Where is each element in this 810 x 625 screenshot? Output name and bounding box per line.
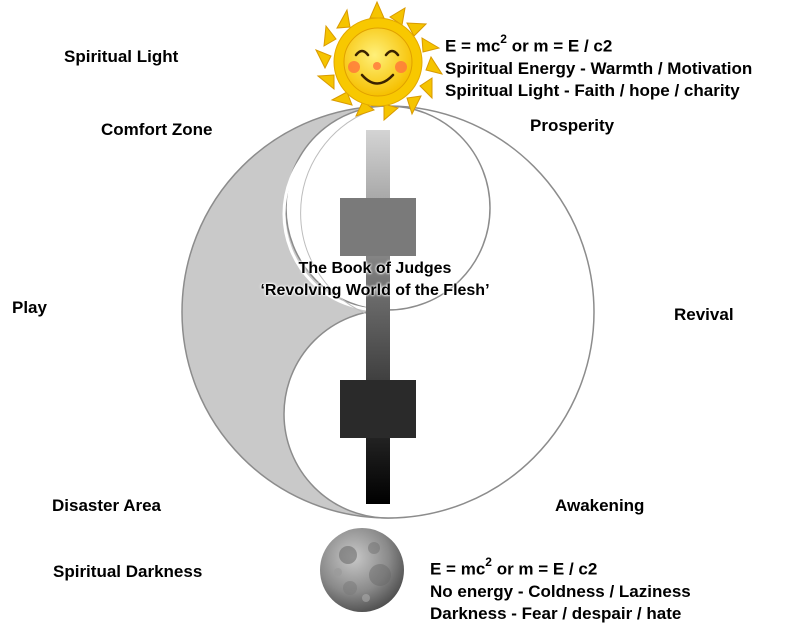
label-revival: Revival <box>674 305 734 324</box>
sun-icon <box>314 0 444 122</box>
lower-cross-bar <box>340 380 416 438</box>
moon-text-block: E = mc2 or m = E / c2 No energy - Coldne… <box>430 553 691 625</box>
diagram-title: The Book of Judges ‘Revolving World of t… <box>240 258 510 302</box>
sun-text-block: E = mc2 or m = E / c2 Spiritual Energy -… <box>445 30 752 102</box>
moon-line-energy: No energy - Coldness / Laziness <box>430 581 691 601</box>
label-prosperity: Prosperity <box>530 116 615 135</box>
moon-icon <box>320 528 404 612</box>
cross-shapes <box>340 130 416 504</box>
label-spiritual-darkness: Spiritual Darkness <box>53 562 203 581</box>
label-comfort-zone: Comfort Zone <box>101 120 213 139</box>
title-line-2: ‘Revolving World of the Flesh’ <box>260 282 490 299</box>
label-awakening: Awakening <box>555 496 645 515</box>
label-disaster-area: Disaster Area <box>52 496 161 515</box>
moon-equation: E = mc2 or m = E / c2 <box>430 555 598 579</box>
sun-equation: E = mc2 or m = E / c2 <box>445 32 613 56</box>
label-play: Play <box>12 298 47 317</box>
sun-line-energy: Spiritual Energy - Warmth / Motivation <box>445 58 753 78</box>
sun-line-light: Spiritual Light - Faith / hope / charity <box>445 80 740 100</box>
upper-cross-bar <box>340 198 416 256</box>
label-spiritual-light: Spiritual Light <box>64 47 179 66</box>
moon-line-darkness: Darkness - Fear / despair / hate <box>430 603 682 623</box>
title-line-1: The Book of Judges <box>298 260 452 277</box>
